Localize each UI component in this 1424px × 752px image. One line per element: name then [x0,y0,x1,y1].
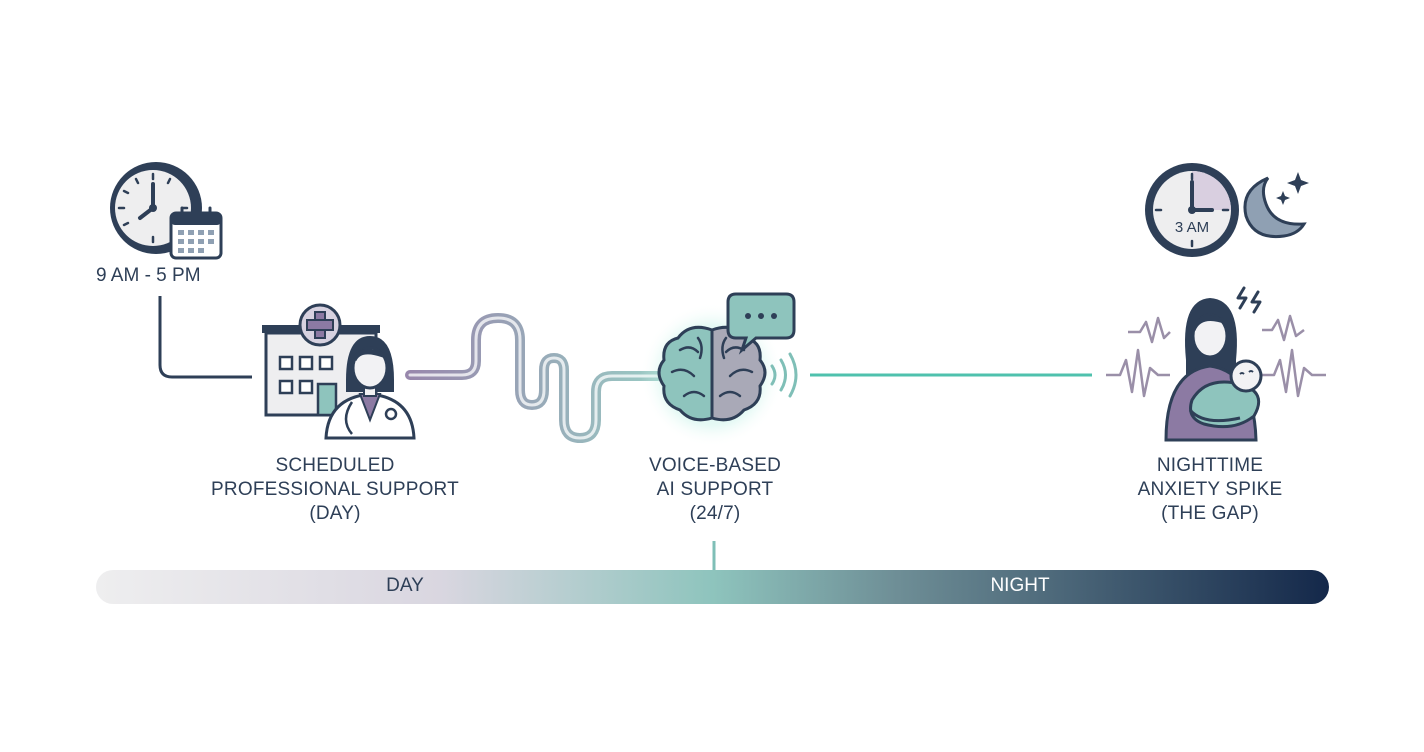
stage-nighttime-anxiety-label: NIGHTTIME ANXIETY SPIKE (THE GAP) [1100,454,1320,526]
timeline-night-label: NIGHT [990,575,1050,596]
stage-line: SCHEDULED [275,455,395,476]
working-hours-label: 9 AM - 5 PM [96,265,201,286]
stage-ai-support-label: VOICE-BASED AI SUPPORT (24/7) [600,454,830,526]
anxiety-pulse-right [1262,314,1326,398]
sound-waves-icon [770,352,798,398]
stage-line: (DAY) [309,503,361,524]
calendar-icon [169,206,223,260]
stage-line: (THE GAP) [1161,503,1259,524]
stage-line: NIGHTTIME [1156,455,1264,476]
anxiety-pulse-left [1106,316,1171,398]
support-connection-wire [405,312,663,444]
time-connector [158,296,252,379]
clock-icon: 3 AM [1145,163,1239,257]
timeline-day-label: DAY [386,575,424,596]
stars-icon [1276,172,1309,205]
stage-line: PROFESSIONAL SUPPORT [211,479,459,500]
brain-icon [657,325,767,422]
stage-line: ANXIETY SPIKE [1137,479,1283,500]
stage-line: (24/7) [689,503,741,524]
speech-bubble-icon [726,292,796,355]
clock-time-text: 3 AM [1175,219,1209,236]
moon-icon [1243,176,1307,239]
stage-line: AI SUPPORT [656,479,774,500]
mother-baby-icon [1164,298,1263,442]
day-night-timeline [96,570,1329,604]
stress-lightning-icon [1236,286,1262,314]
stage-scheduled-support-label: SCHEDULED PROFESSIONAL SUPPORT (DAY) [200,454,470,526]
doctor-icon [324,336,416,440]
stage-line: VOICE-BASED [648,455,782,476]
